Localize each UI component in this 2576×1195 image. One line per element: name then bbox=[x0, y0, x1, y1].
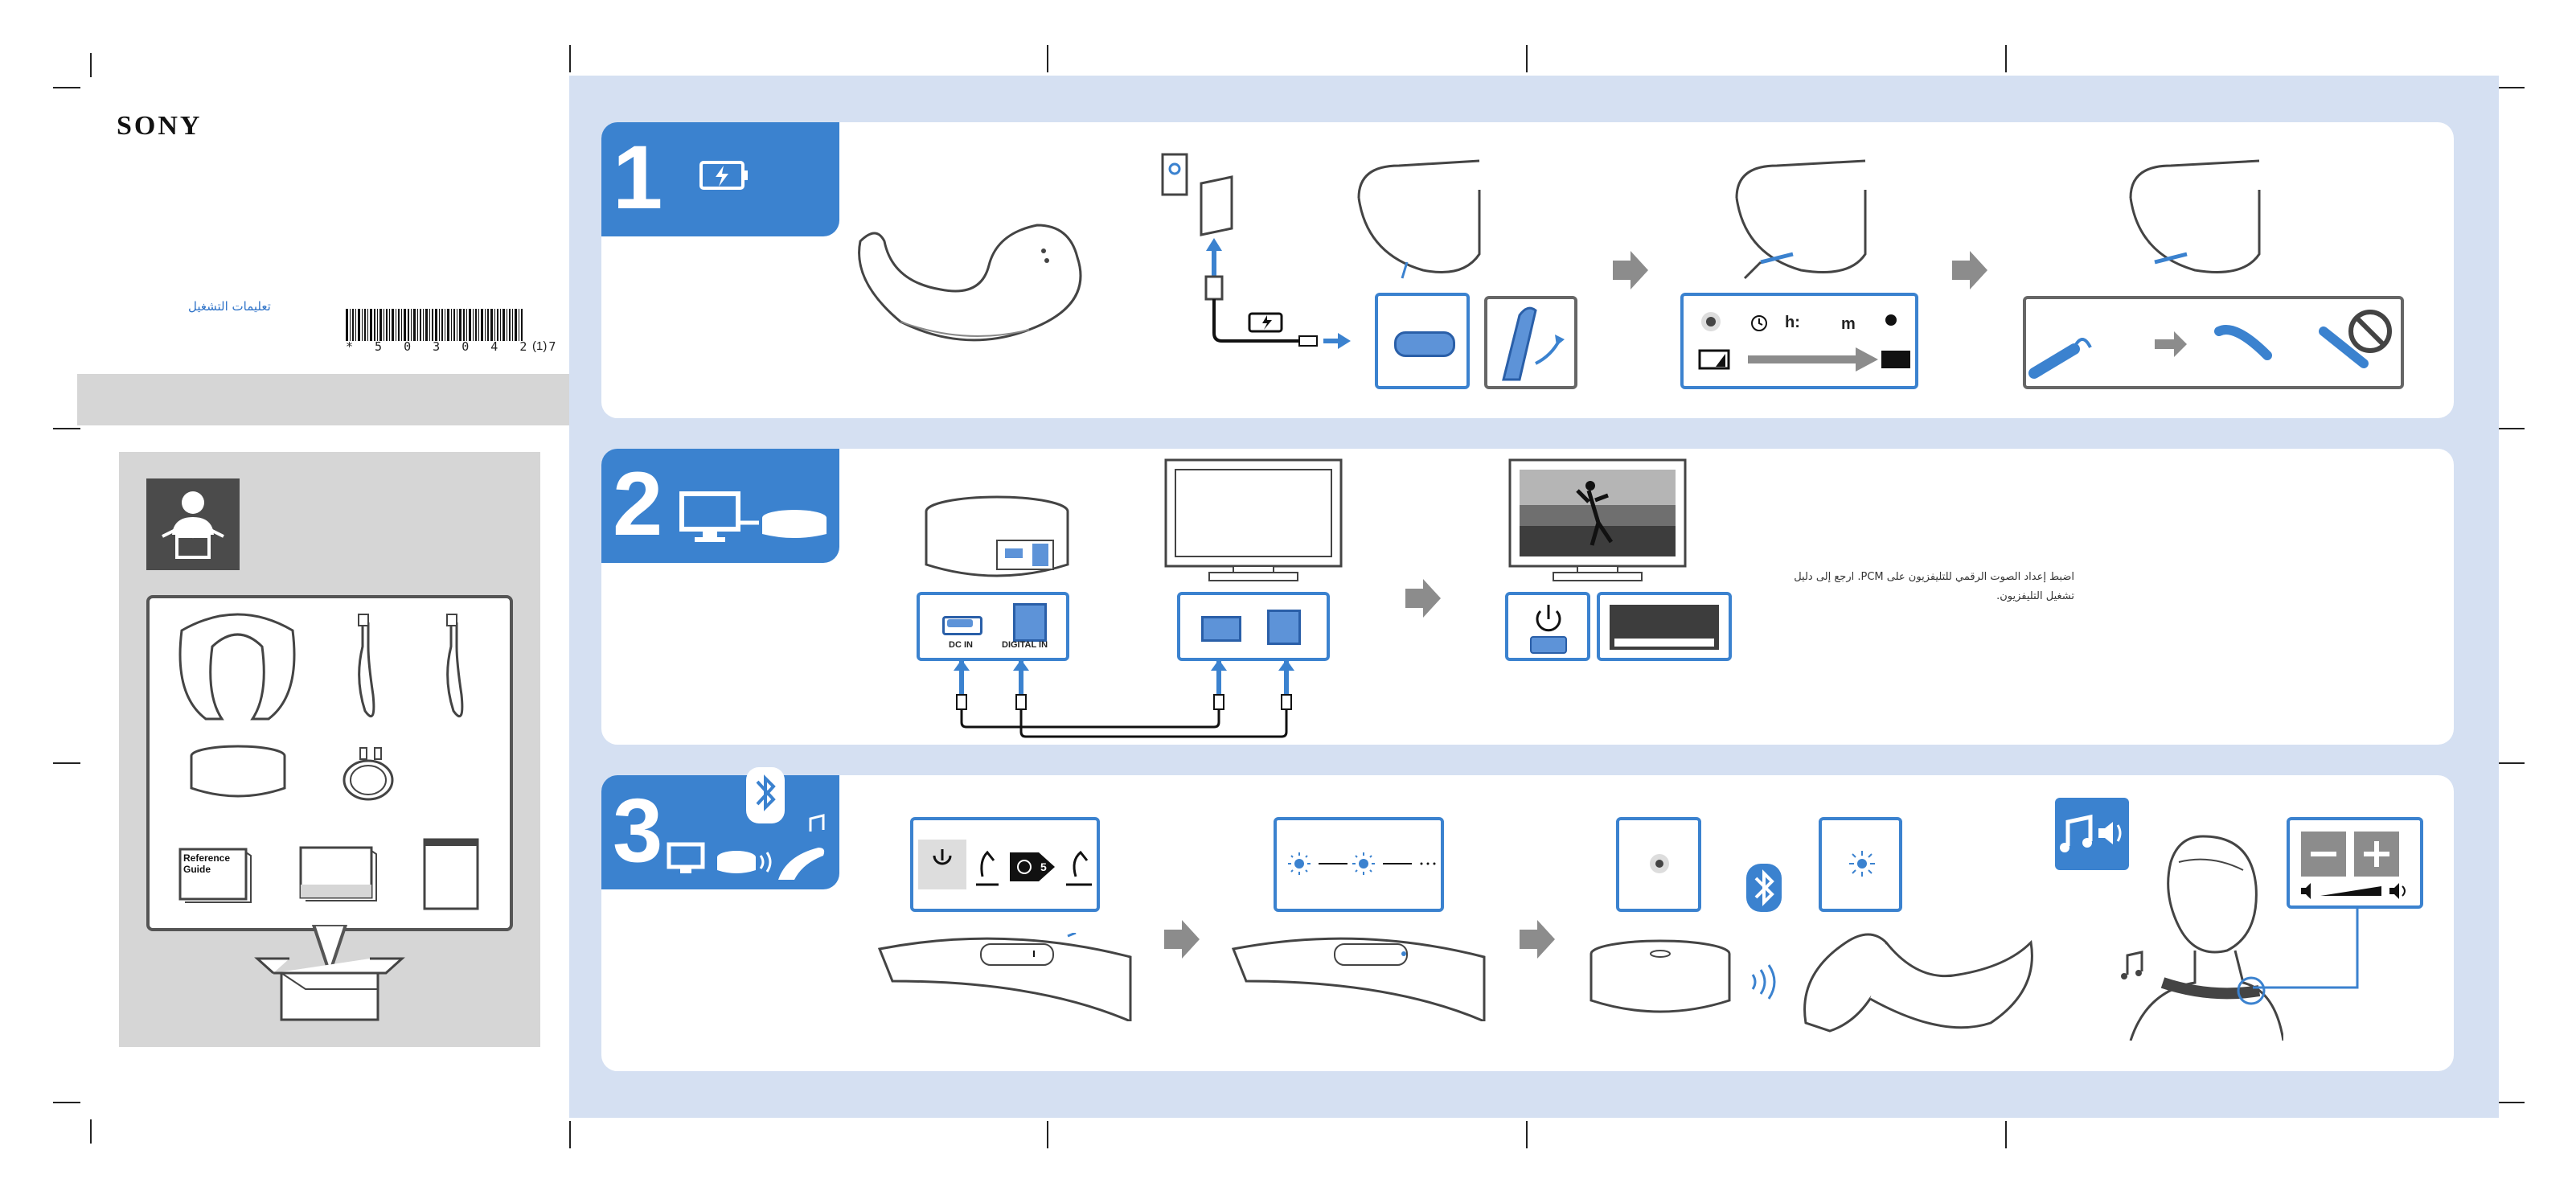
tv-menu-closeup bbox=[1597, 592, 1732, 661]
neckband-speaker-icon bbox=[180, 614, 294, 719]
next-arrow-icon bbox=[1952, 251, 1987, 290]
next-arrow-icon bbox=[1164, 920, 1200, 959]
blinking-indicator-box bbox=[1274, 817, 1444, 912]
crop-mark bbox=[90, 1119, 92, 1144]
crop-mark bbox=[53, 1102, 80, 1103]
usb-cable-icon bbox=[359, 622, 374, 717]
port-cover-steps bbox=[2023, 296, 2404, 389]
package-contents-icon bbox=[146, 478, 240, 570]
volume-up-button bbox=[2354, 832, 2399, 877]
neckband-buttons-illustration bbox=[1230, 933, 1487, 1021]
connection-cables-diagram bbox=[949, 659, 1302, 740]
dc-in-port-label: DC IN bbox=[949, 640, 973, 650]
transmitter-illustration bbox=[1584, 936, 1737, 1025]
neckband-unplug-illustration bbox=[2123, 158, 2267, 286]
crop-mark bbox=[53, 87, 80, 88]
digital-audio-note: اضبط إعداد الصوت الرقمي للتليفزيون على P… bbox=[1769, 568, 2074, 606]
cover-grey-strip bbox=[77, 374, 569, 425]
operating-instructions-title: تعليمات التشغيل bbox=[188, 299, 271, 314]
transmitter-illustration bbox=[917, 492, 1077, 589]
crop-mark bbox=[2497, 428, 2525, 429]
tv-transmitter-icon bbox=[679, 491, 839, 547]
bluetooth-pairing-icon bbox=[666, 767, 843, 885]
next-arrow-icon bbox=[1520, 920, 1555, 959]
tv-ports-closeup bbox=[1177, 592, 1330, 661]
usb-port-closeup bbox=[1375, 293, 1470, 389]
crop-mark bbox=[1047, 45, 1048, 72]
crop-mark bbox=[1047, 1121, 1048, 1148]
tv-on-illustration bbox=[1508, 458, 1688, 585]
crop-mark bbox=[53, 428, 80, 429]
crop-mark bbox=[2497, 762, 2525, 764]
reference-guide-label: Reference Guide bbox=[183, 852, 240, 875]
tv-power-closeup bbox=[1505, 592, 1590, 661]
step-3-tab: 3 bbox=[601, 775, 839, 889]
crop-mark bbox=[2497, 87, 2525, 88]
neckband-indicator-box bbox=[1819, 817, 1902, 912]
neckband-port-illustration bbox=[1351, 158, 1487, 286]
volume-down-button bbox=[2301, 832, 2346, 877]
edition-number: (1) bbox=[532, 339, 547, 353]
package-contents-box: Reference Guide bbox=[146, 595, 513, 931]
transmitter-indicator-box bbox=[1616, 817, 1701, 912]
neckband-buttons-illustration bbox=[876, 933, 1134, 1021]
crop-mark bbox=[569, 45, 571, 72]
crop-mark bbox=[1526, 1121, 1528, 1148]
next-arrow-icon bbox=[1405, 579, 1441, 618]
neckband-speaker-illustration bbox=[852, 209, 1093, 354]
power-icon bbox=[1526, 602, 1571, 656]
crop-mark bbox=[90, 53, 92, 77]
step-number: 2 bbox=[613, 452, 662, 556]
crop-mark bbox=[2005, 1121, 2007, 1148]
crop-mark bbox=[2005, 45, 2007, 72]
hold-seconds-label: 5 bbox=[1040, 860, 1047, 873]
port-cover-closeup bbox=[1484, 296, 1577, 389]
pointer-line bbox=[2250, 907, 2362, 992]
manual-icon bbox=[425, 840, 478, 909]
crop-mark bbox=[53, 762, 80, 764]
transmitter-icon bbox=[191, 756, 285, 796]
crop-mark bbox=[2497, 1102, 2525, 1103]
step-number: 1 bbox=[613, 125, 662, 230]
next-arrow-icon bbox=[1613, 251, 1648, 290]
step-1-tab: 1 bbox=[601, 122, 839, 236]
transmitter-ports-closeup: DC IN DIGITAL IN bbox=[917, 592, 1069, 661]
volume-buttons-box bbox=[2287, 817, 2423, 909]
hours-label: h: bbox=[1785, 314, 1800, 332]
neckband-charging-illustration bbox=[1729, 158, 1873, 286]
sony-logo: SONY bbox=[117, 111, 202, 142]
step-2-tab: 2 bbox=[601, 449, 839, 563]
wireless-signal-icon bbox=[1749, 960, 1782, 1004]
hold-power-instruction-box: 5 bbox=[910, 817, 1100, 912]
usb-cable-icon bbox=[448, 622, 462, 717]
battery-charge-icon bbox=[698, 159, 749, 191]
crop-mark bbox=[1526, 45, 1528, 72]
bluetooth-icon bbox=[1746, 864, 1785, 915]
neckband-speaker-illustration bbox=[1798, 910, 2039, 1039]
step-number: 3 bbox=[613, 778, 662, 883]
minutes-label: m bbox=[1841, 315, 1856, 334]
volume-level-icon bbox=[2301, 881, 2414, 901]
crop-mark bbox=[569, 1121, 571, 1148]
charging-indicator-closeup: h: m bbox=[1680, 293, 1918, 389]
open-box-icon bbox=[249, 925, 410, 1029]
tv-illustration bbox=[1164, 458, 1344, 585]
digital-in-port-label: DIGITAL IN bbox=[1002, 640, 1048, 650]
